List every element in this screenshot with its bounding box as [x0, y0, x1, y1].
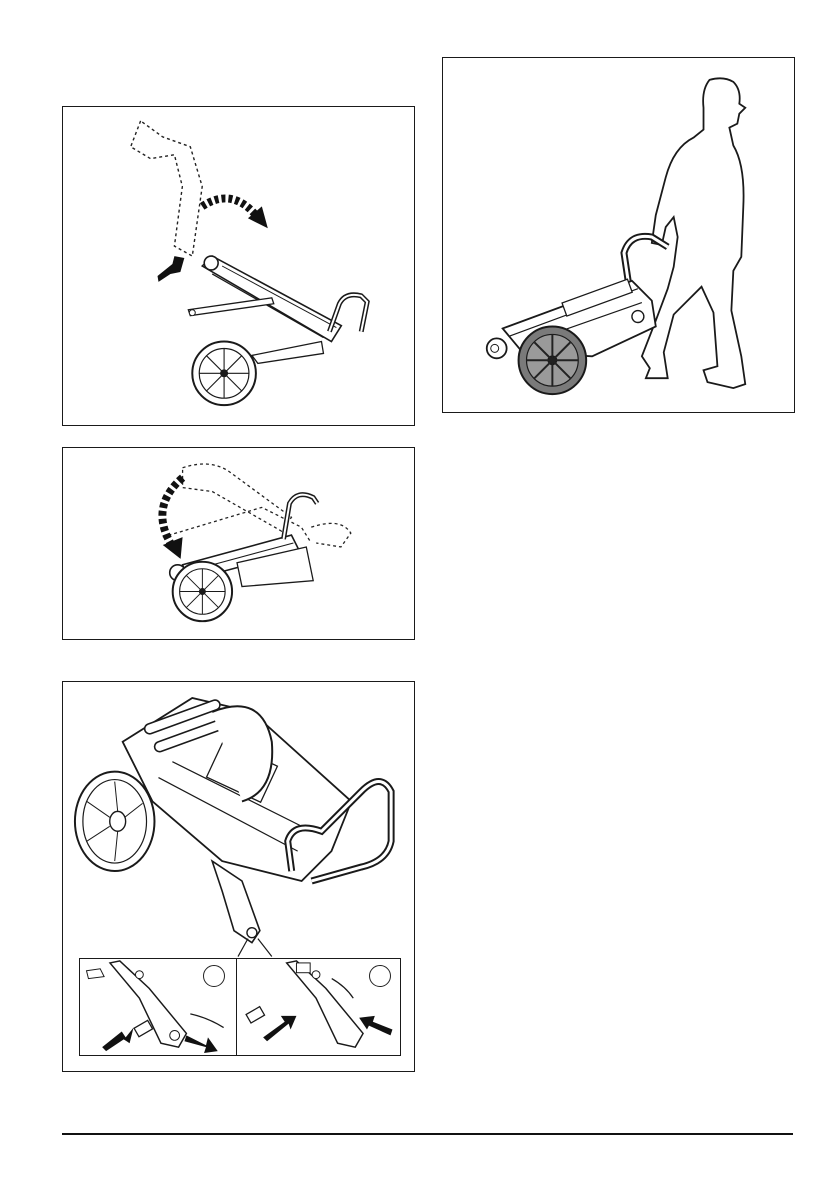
- inset-insert-pin: [236, 958, 401, 1056]
- footer-rule: [62, 1133, 793, 1135]
- figure-fold-handle: [62, 106, 415, 426]
- wheel-icon: [75, 772, 155, 871]
- arrow-in-icon: [263, 1016, 296, 1041]
- wheel-icon: [519, 326, 587, 394]
- transport-illustration: [443, 58, 794, 412]
- step-marker-a: [203, 965, 225, 987]
- figure-lower-handle: [62, 447, 415, 640]
- push-arrow-icon: [158, 256, 185, 282]
- fold-handle-illustration: [63, 107, 414, 425]
- arrow-in-icon: [359, 1016, 392, 1036]
- inset-remove-pin: [79, 958, 237, 1056]
- arrow-out-icon: [102, 1028, 133, 1052]
- lower-handle-illustration: [63, 448, 414, 639]
- wheel-icon: [173, 562, 232, 621]
- step-marker-b: [369, 965, 391, 987]
- rotate-arrow-icon: [248, 206, 268, 228]
- arrow-out-icon: [184, 1035, 217, 1053]
- figure-pin-assembly: [62, 681, 415, 1072]
- wheel-icon: [192, 342, 256, 406]
- figure-transport: [442, 57, 795, 413]
- person-silhouette-icon: [642, 78, 745, 388]
